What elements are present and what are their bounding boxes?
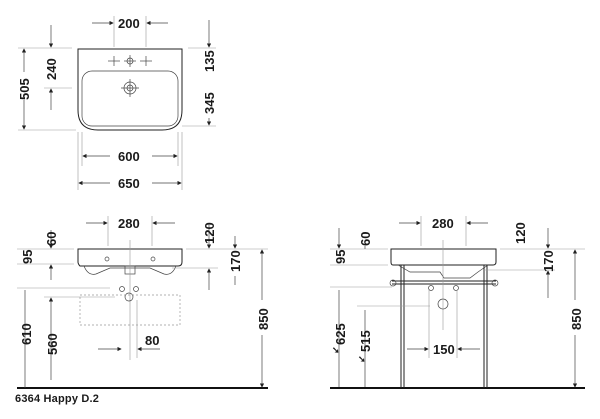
dim-610: 610 — [19, 323, 34, 345]
drain-icon — [121, 79, 139, 97]
dim-850: 850 — [569, 308, 584, 330]
dim-560: 560 — [45, 333, 60, 355]
dim-60: 60 — [44, 232, 59, 246]
dim-95: 95 — [333, 250, 348, 264]
dim-625: 625 — [333, 323, 348, 345]
front-elevation: 280 60 95 610 560 80 120 170 850 — [17, 216, 271, 389]
dim-600: 600 — [118, 149, 140, 164]
console-elevation: 280 60 95 625 ➘ 515 ➘ 150 120 170 8 — [330, 216, 585, 389]
basin-front — [77, 248, 183, 267]
dim-135: 135 — [202, 50, 217, 72]
dim-120: 120 — [513, 222, 528, 244]
dim-120: 120 — [202, 222, 217, 244]
dim-240: 240 — [44, 58, 59, 80]
dim-170: 170 — [228, 250, 243, 272]
dim-345: 345 — [202, 92, 217, 114]
arrow-515: ➘ — [358, 354, 366, 364]
dim-200: 200 — [118, 16, 140, 31]
arrow-625: ➘ — [332, 345, 340, 355]
bowl-outline — [81, 70, 179, 127]
tap-holes — [108, 55, 152, 67]
dim-505: 505 — [17, 78, 32, 100]
trap-cover — [79, 294, 181, 326]
dim-95: 95 — [20, 250, 35, 264]
dim-850: 850 — [256, 308, 271, 330]
dim-515: 515 — [358, 330, 373, 352]
dim-650: 650 — [118, 176, 140, 191]
dim-150: 150 — [433, 342, 455, 357]
dim-60: 60 — [358, 232, 373, 246]
basin-outline — [77, 48, 183, 131]
basin-front — [390, 248, 497, 266]
plan-view: 200 505 240 135 345 600 650 — [17, 16, 217, 191]
dim-280: 280 — [432, 216, 454, 231]
dim-170: 170 — [541, 250, 556, 272]
dim-280: 280 — [118, 216, 140, 231]
dim-80: 80 — [145, 333, 159, 348]
drawing-caption: 6364 Happy D.2 — [15, 393, 100, 405]
